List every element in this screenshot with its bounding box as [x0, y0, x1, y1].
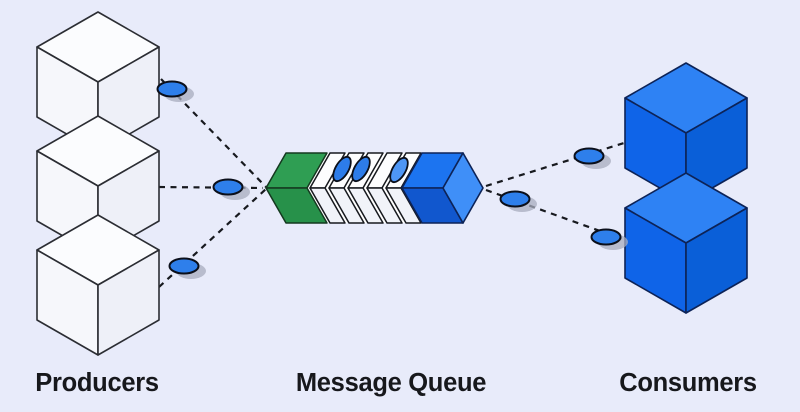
flow-line-producer-2 — [158, 185, 264, 190]
queue-head-segment — [265, 152, 328, 224]
slot-bottom-face — [347, 187, 384, 224]
producers-label: Producers — [35, 369, 159, 397]
queue-tail-segment — [401, 152, 484, 224]
message-token-producer-3 — [168, 257, 206, 279]
diagram-labels: Producers Message Queue Consumers — [35, 369, 757, 397]
consumers-label: Consumers — [619, 369, 757, 397]
slot-bottom-face — [385, 187, 422, 224]
message-tokens — [156, 80, 628, 279]
queue-tail-end-cap — [442, 152, 484, 224]
token — [590, 228, 622, 246]
message-token-producer-2 — [212, 178, 250, 200]
message-token-junction — [499, 190, 537, 212]
token — [573, 147, 605, 165]
message-token-producer-1 — [156, 80, 194, 102]
producer-cubes — [36, 11, 160, 356]
token — [168, 257, 200, 275]
consumer-cube-2 — [624, 172, 748, 314]
token — [499, 190, 531, 208]
consumer-cubes — [624, 62, 748, 314]
slot-bottom-face — [366, 187, 403, 224]
message-token-consumer-1 — [573, 147, 611, 169]
queued-message-2 — [351, 155, 371, 183]
flow-line-consumer-1 — [485, 141, 625, 188]
cube-right-face — [97, 249, 160, 356]
token — [156, 80, 188, 98]
cube-right-face — [685, 207, 748, 314]
message-queue-bar — [265, 152, 484, 224]
token — [212, 178, 244, 196]
queue-head-bottom-face — [265, 187, 328, 224]
message-token-consumer-2 — [590, 228, 628, 250]
queue-slot-4 — [366, 152, 403, 224]
slot-bottom-face — [328, 187, 365, 224]
queued-message-3 — [389, 156, 409, 184]
queued-messages — [332, 155, 409, 184]
message-queue-label: Message Queue — [296, 369, 486, 397]
queue-slot-1 — [309, 152, 346, 224]
queued-message-1 — [332, 155, 352, 183]
producer-cube-3 — [36, 214, 160, 356]
slot-bottom-face — [309, 187, 346, 224]
